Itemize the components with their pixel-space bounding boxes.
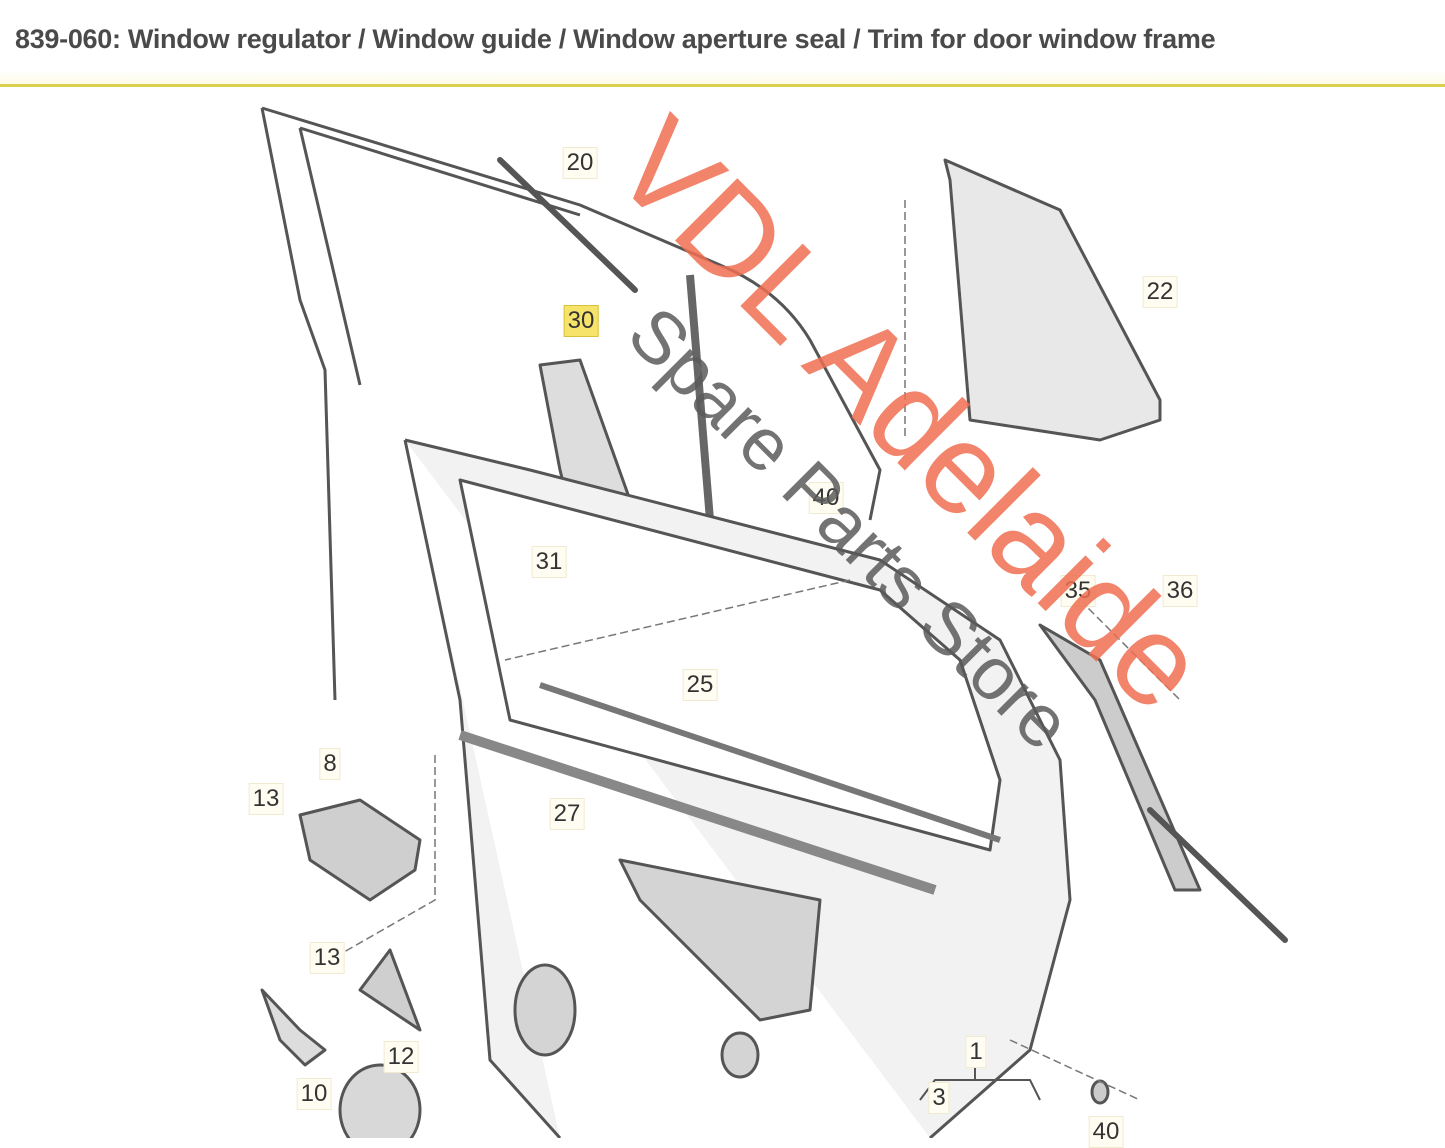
handle-10	[260, 988, 327, 1067]
callout-8[interactable]: 8	[319, 748, 341, 780]
callout-20[interactable]: 20	[562, 147, 598, 179]
callout-12[interactable]: 12	[383, 1041, 419, 1073]
header-divider	[0, 84, 1445, 87]
callout-36[interactable]: 36	[1162, 575, 1198, 607]
callout-10[interactable]: 10	[296, 1078, 332, 1110]
watermark-line	[1147, 807, 1288, 943]
watermark-line	[497, 157, 638, 293]
callout-30-highlighted[interactable]: 30	[563, 305, 599, 337]
callout-22[interactable]: 22	[1142, 276, 1178, 308]
callout-1[interactable]: 1	[965, 1036, 987, 1068]
seal-25	[539, 682, 1001, 843]
header-glow	[0, 70, 1445, 84]
quarter-window-22	[943, 158, 1162, 442]
callout-25[interactable]: 25	[682, 669, 718, 701]
door-panel-hole	[618, 858, 822, 1022]
window-guide-center	[686, 274, 714, 521]
callout-31[interactable]: 31	[531, 546, 567, 578]
callout-35[interactable]: 35	[1060, 575, 1096, 607]
callout-13[interactable]: 13	[248, 783, 284, 815]
callout-40[interactable]: 40	[808, 482, 844, 514]
seal-27	[458, 730, 937, 895]
callout-40[interactable]: 40	[1088, 1116, 1124, 1148]
callout-27[interactable]: 27	[549, 798, 585, 830]
callout-13[interactable]: 13	[309, 942, 345, 974]
cover-cap	[338, 1063, 422, 1138]
window-frame-seal	[260, 106, 882, 701]
regulator-12	[358, 948, 422, 1032]
motor-8	[298, 798, 422, 902]
page-title: 839-060: Window regulator / Window guide…	[15, 24, 1216, 54]
callout-3[interactable]: 3	[928, 1082, 950, 1114]
